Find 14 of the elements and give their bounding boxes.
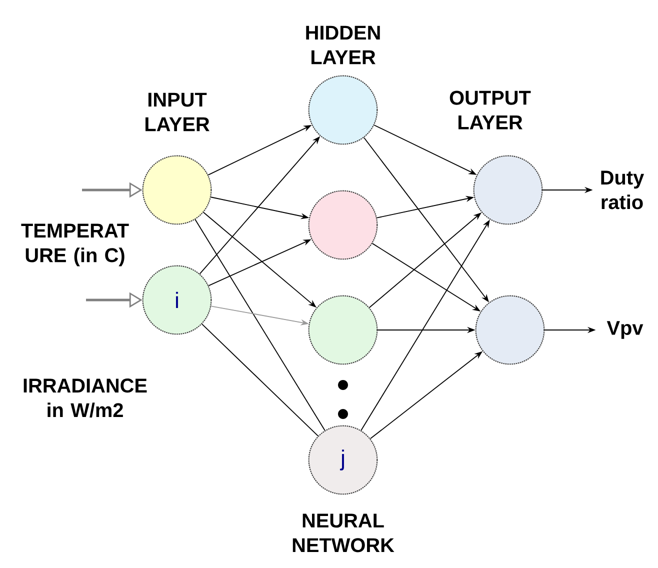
- layer-title: OUTPUT LAYER: [450, 90, 531, 130]
- neuron-circle: [308, 295, 378, 365]
- neuron-circle: [308, 75, 378, 145]
- neuron-circle: [473, 155, 543, 225]
- neuron-circle: [308, 190, 378, 260]
- input-label: TEMPERAT URE (in C): [21, 224, 129, 266]
- layer-title: HIDDEN LAYER: [306, 26, 380, 64]
- output-label: Vpv: [606, 321, 644, 339]
- input-label: IRRADIANCE in W/m2: [24, 378, 147, 418]
- layer-title: INPUT LAYER: [146, 92, 210, 132]
- neuron-circle: [142, 155, 212, 225]
- layer-title: NEURAL NETWORK: [292, 514, 394, 552]
- neuron-circle: [475, 295, 545, 365]
- output-label: Duty ratio: [601, 170, 644, 210]
